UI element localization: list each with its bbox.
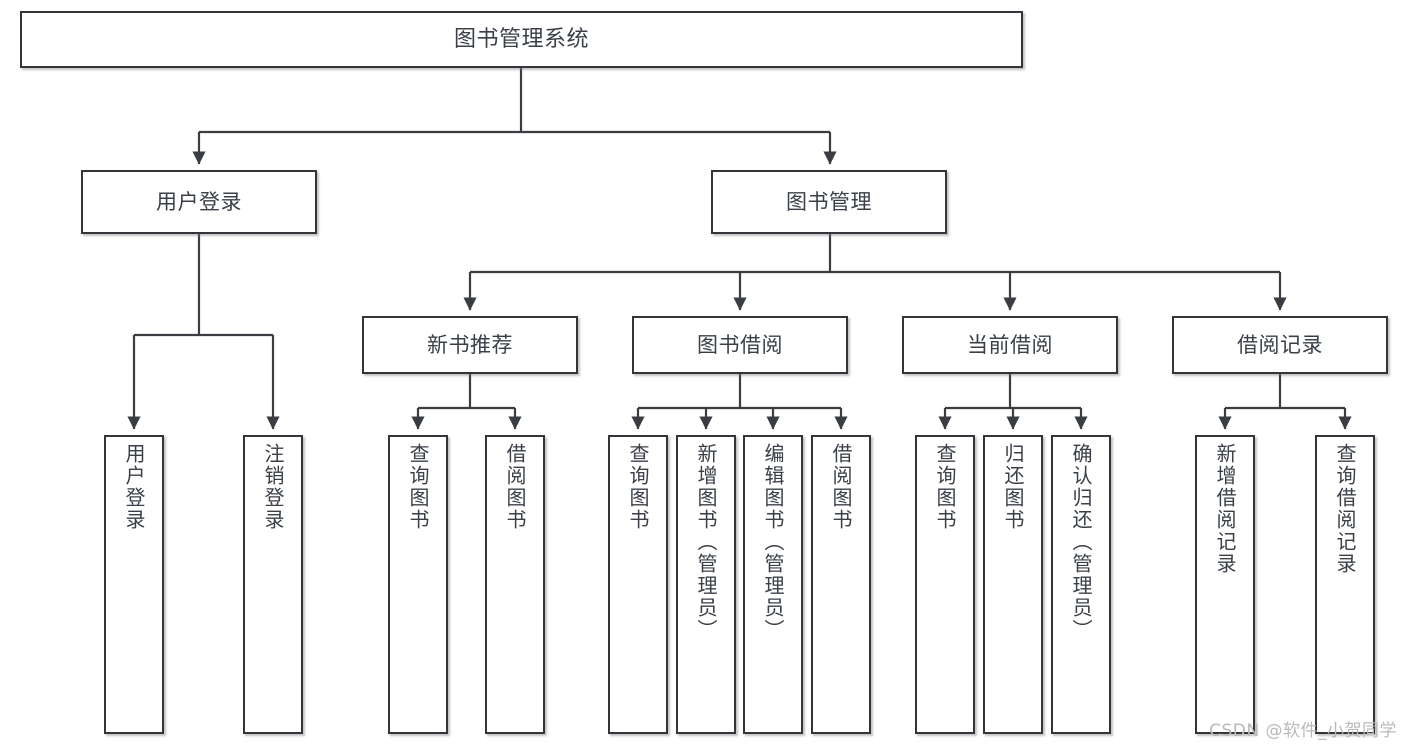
node-leaf-borrow-book-label: 借阅图书: [829, 443, 853, 531]
node-leaf-add-book-label: 新增图书（管理员）: [694, 443, 718, 641]
node-leaf-user-login-label: 用户登录: [122, 443, 146, 531]
node-leaf-return-book-label: 归还图书: [1001, 443, 1025, 531]
node-leaf-edit-book-label: 编辑图书（管理员）: [761, 443, 785, 641]
node-leaf-user-login[interactable]: 用户登录: [104, 435, 164, 734]
node-user-login[interactable]: 用户登录: [81, 170, 317, 234]
node-leaf-query-book-label: 查询图书: [626, 443, 650, 531]
node-leaf-query-book-cur-label: 查询图书: [933, 443, 957, 531]
node-book-borrow-label: 图书借阅: [697, 332, 783, 357]
node-leaf-query-book-rec-label: 查询图书: [406, 443, 430, 531]
node-book-borrow[interactable]: 图书借阅: [632, 316, 848, 374]
node-leaf-return-book[interactable]: 归还图书: [983, 435, 1043, 734]
node-new-book-rec[interactable]: 新书推荐: [362, 316, 578, 374]
node-user-login-label: 用户登录: [156, 189, 242, 214]
node-current-borrow[interactable]: 当前借阅: [902, 316, 1118, 374]
node-leaf-logout[interactable]: 注销登录: [243, 435, 303, 734]
node-leaf-query-book-rec[interactable]: 查询图书: [388, 435, 448, 734]
node-leaf-add-book[interactable]: 新增图书（管理员）: [676, 435, 736, 734]
node-leaf-query-record[interactable]: 查询借阅记录: [1315, 435, 1375, 734]
node-leaf-query-book-cur[interactable]: 查询图书: [915, 435, 975, 734]
node-book-manage[interactable]: 图书管理: [711, 170, 947, 234]
watermark-text: CSDN @软件_小贺同学: [1209, 721, 1397, 741]
node-leaf-borrow-book-rec-label: 借阅图书: [503, 443, 527, 531]
node-leaf-confirm-return[interactable]: 确认归还（管理员）: [1051, 435, 1111, 734]
node-leaf-edit-book[interactable]: 编辑图书（管理员）: [743, 435, 803, 734]
node-leaf-add-record[interactable]: 新增借阅记录: [1195, 435, 1255, 734]
node-borrow-record[interactable]: 借阅记录: [1172, 316, 1388, 374]
node-leaf-query-book[interactable]: 查询图书: [608, 435, 668, 734]
node-new-book-rec-label: 新书推荐: [427, 332, 513, 357]
node-leaf-borrow-book[interactable]: 借阅图书: [811, 435, 871, 734]
node-borrow-record-label: 借阅记录: [1237, 332, 1323, 357]
node-root[interactable]: 图书管理系统: [20, 11, 1023, 68]
node-leaf-borrow-book-rec[interactable]: 借阅图书: [485, 435, 545, 734]
node-leaf-confirm-return-label: 确认归还（管理员）: [1069, 443, 1093, 641]
node-root-label: 图书管理系统: [453, 26, 589, 52]
node-leaf-add-record-label: 新增借阅记录: [1213, 443, 1237, 575]
node-current-borrow-label: 当前借阅: [967, 332, 1053, 357]
node-book-manage-label: 图书管理: [786, 189, 872, 214]
node-leaf-query-record-label: 查询借阅记录: [1333, 443, 1357, 575]
node-leaf-logout-label: 注销登录: [261, 443, 285, 531]
